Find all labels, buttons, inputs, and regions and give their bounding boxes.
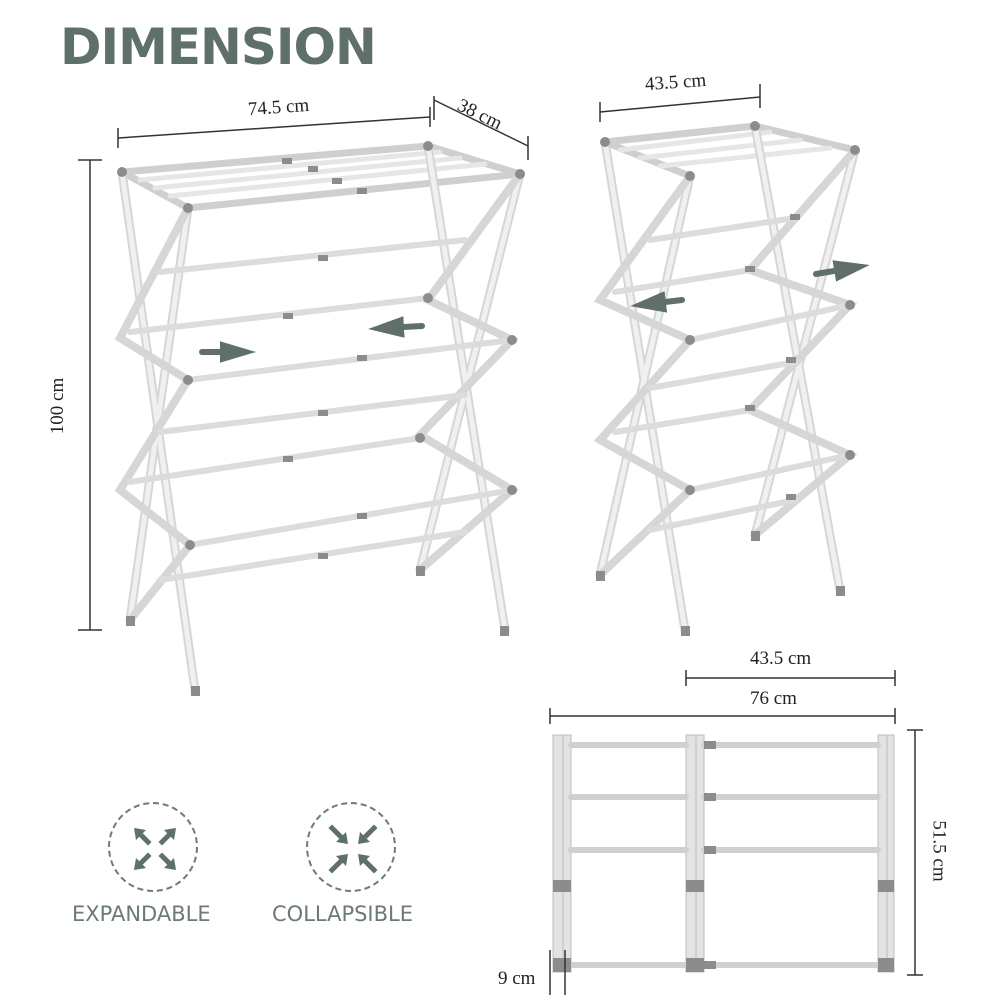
expand-left-arrow <box>368 316 425 338</box>
folded-outer-width-label: 76 cm <box>750 688 797 709</box>
expandable-badge <box>108 802 198 892</box>
collapsible-label: COLLAPSIBLE <box>272 902 414 926</box>
collapse-left-arrow <box>630 291 685 313</box>
expanded-width-label: 74.5 cm <box>247 94 310 121</box>
expanded-rack <box>114 141 525 696</box>
collapsible-badge <box>306 802 396 892</box>
collapsed-dimension-lines <box>599 84 761 122</box>
folded-inner-width-label: 43.5 cm <box>750 648 812 669</box>
page-title: DIMENSION <box>60 18 377 76</box>
folded-dimension-lines <box>549 670 923 995</box>
collapse-arrows-icon <box>328 824 378 874</box>
collapsed-width-label: 43.5 cm <box>644 69 707 96</box>
folded-rack <box>552 734 895 973</box>
folded-height-label: 51.5 cm <box>928 820 950 882</box>
expanded-height-label: 100 cm <box>47 377 69 435</box>
collapse-right-arrow <box>813 260 870 282</box>
expand-arrows-icon <box>134 828 176 870</box>
folded-depth-label: 9 cm <box>498 968 536 989</box>
collapsed-rack <box>593 121 870 636</box>
expanded-dimension-lines <box>78 96 529 631</box>
expandable-label: EXPANDABLE <box>72 902 211 926</box>
